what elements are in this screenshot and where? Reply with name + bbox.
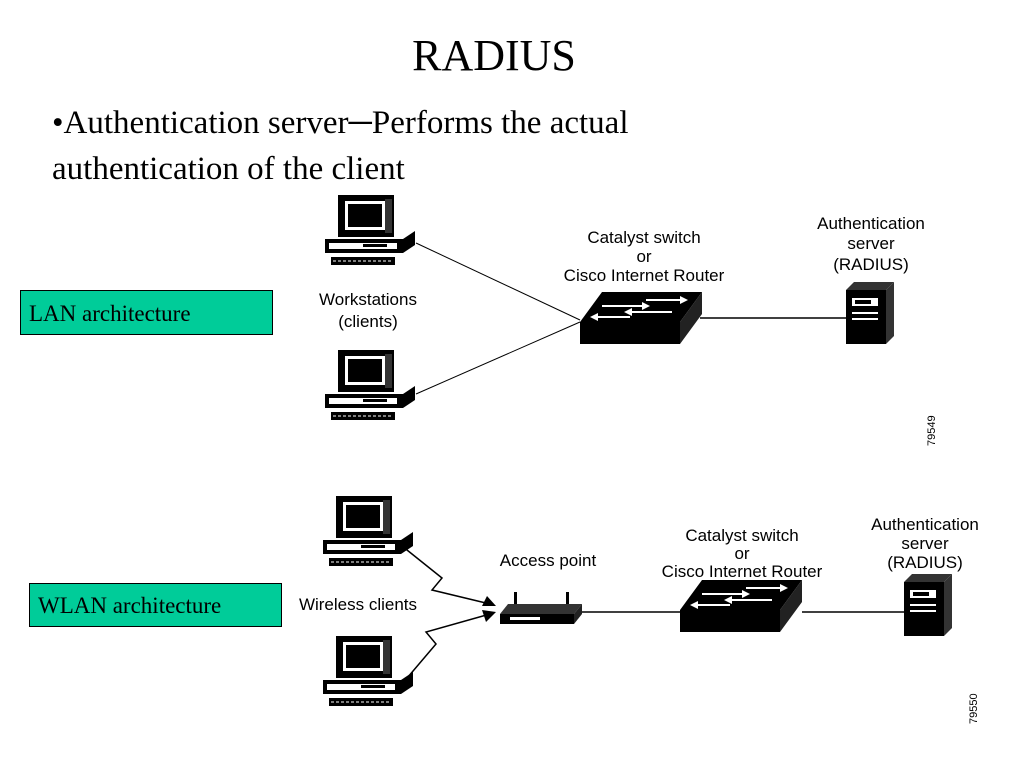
wlan-server-label-2: server [901,534,949,553]
lan-clients-label-1: Workstations [319,290,417,309]
wlan-arrow-top [482,596,496,606]
bullet-text: •Authentication server─Performs the actu… [52,100,812,192]
wlan-server-label-1: Authentication [871,515,979,534]
access-point-icon [500,592,582,624]
lan-server-icon [846,282,894,344]
wlan-server-label-3: (RADIUS) [887,553,963,572]
wlan-arrow-bottom [482,610,496,622]
slide-title: RADIUS [412,31,576,80]
wlan-switch-icon [679,579,803,633]
workstation-icon-top [324,194,416,266]
lan-architecture-label: LAN architecture [20,290,273,335]
lan-switch-label-3: Cisco Internet Router [564,266,725,285]
lan-clients-label-2: (clients) [338,312,398,331]
wlan-architecture-label: WLAN architecture [29,583,282,627]
wireless-client-icon-top [322,495,414,567]
lan-server-label-2: server [847,234,895,253]
wlan-clients-label: Wireless clients [299,595,417,614]
wlan-server-icon [904,574,952,636]
lan-switch-icon [579,291,703,345]
lan-switch-label-2: or [636,247,651,266]
wlan-wireless-link-top [401,545,491,605]
lan-figure-id: 79549 [926,415,938,446]
wlan-wireless-link-bottom [401,613,491,685]
lan-diagram: Workstations (clients) Catalyst switch o… [319,194,938,446]
wlan-switch-label-1: Catalyst switch [685,526,798,545]
lan-link-bottom-pc [415,321,581,395]
wlan-switch-label-3: Cisco Internet Router [662,562,823,581]
wlan-switch-label-2: or [734,544,749,563]
wlan-figure-id: 79550 [968,693,980,724]
lan-server-label-3: (RADIUS) [833,255,909,274]
lan-server-label-1: Authentication [817,214,925,233]
workstation-icon-bottom [324,349,416,421]
lan-link-top-pc [415,242,581,321]
wlan-diagram: Wireless clients Access point Catalyst s… [299,495,980,724]
wlan-ap-label: Access point [500,551,597,570]
wireless-client-icon-bottom [322,635,414,707]
lan-switch-label-1: Catalyst switch [587,228,700,247]
bullet-line-2: authentication of the client [52,151,405,187]
bullet-line-1: •Authentication server─Performs the actu… [52,105,629,141]
